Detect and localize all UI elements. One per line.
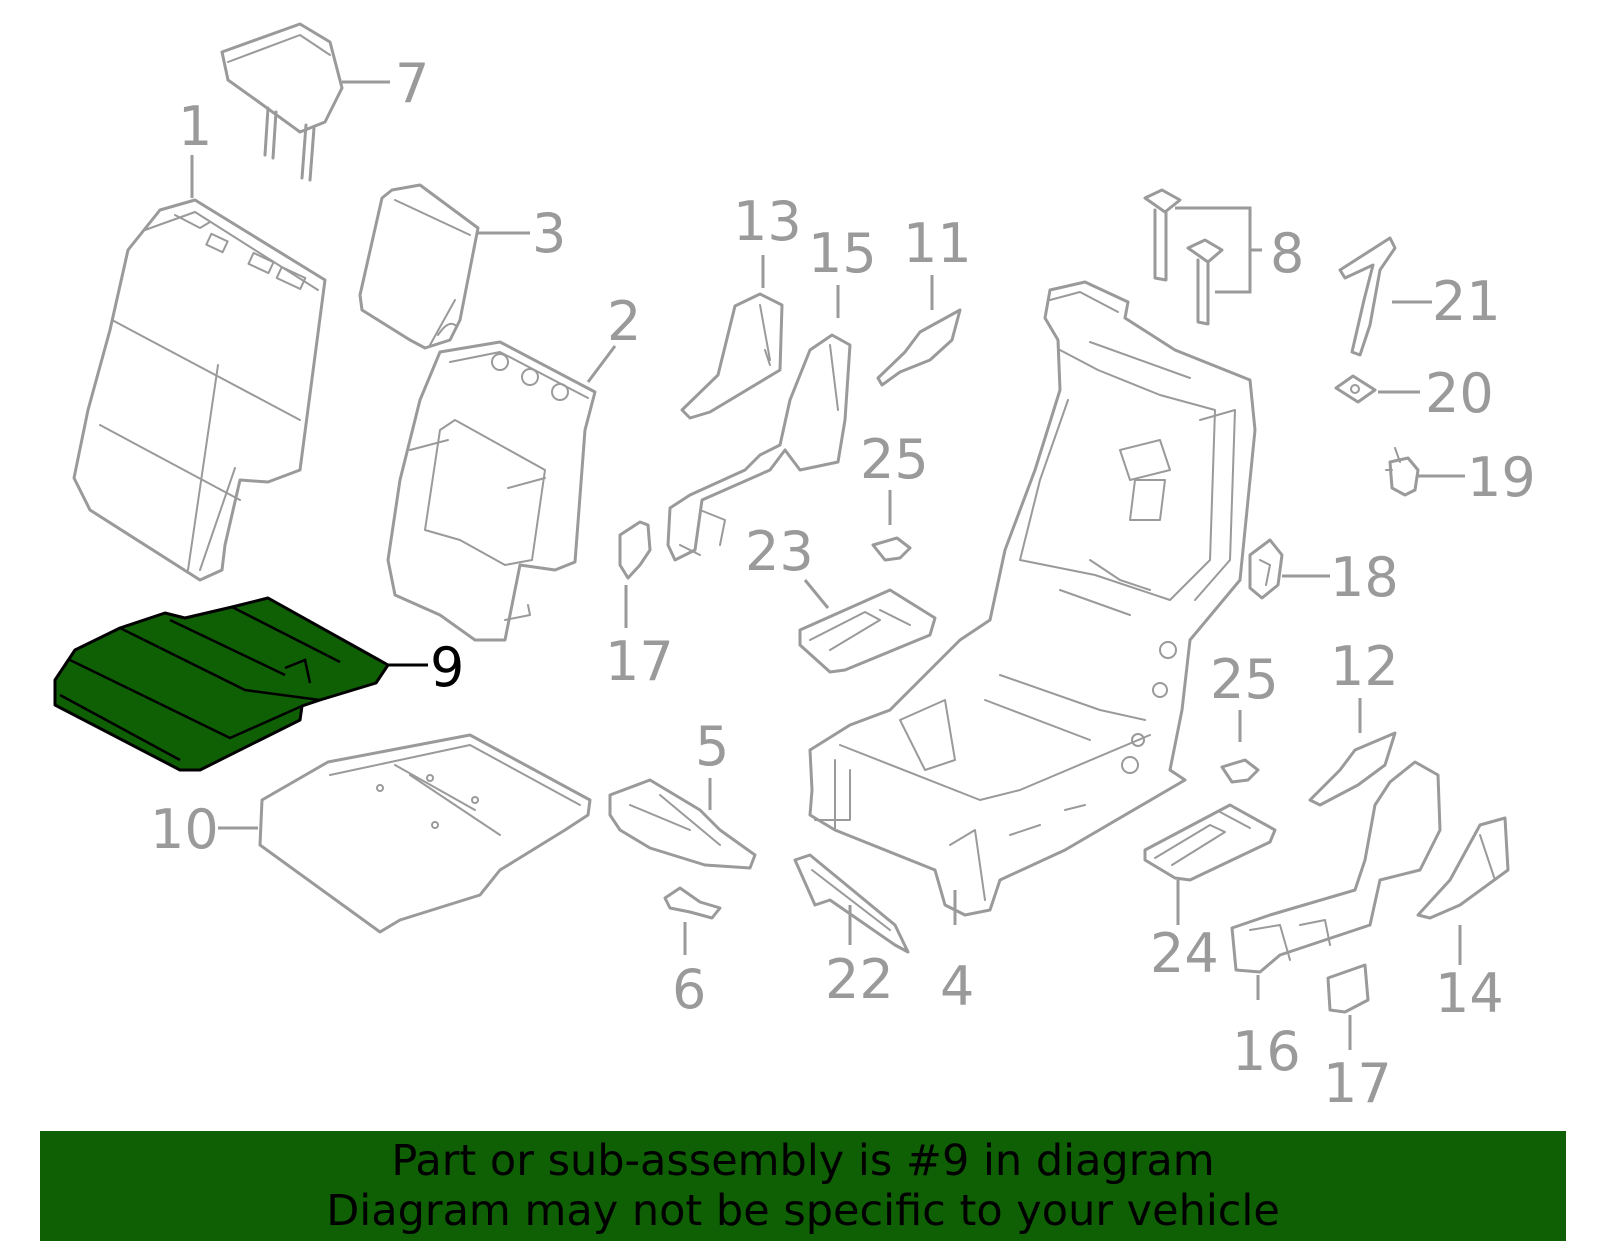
callout-19: 19 (1467, 446, 1536, 509)
callout-25-lower: 25 (1210, 648, 1279, 711)
callout-21: 21 (1432, 270, 1501, 333)
part-1-seatback-cover[interactable] (72, 198, 327, 582)
callout-20: 20 (1425, 362, 1494, 425)
callout-13: 13 (733, 190, 802, 253)
callout-labels: 1 7 3 2 13 15 11 8 21 20 19 25 23 18 17 … (150, 52, 1536, 1115)
callout-24: 24 (1150, 922, 1219, 985)
callout-1: 1 (178, 95, 212, 158)
part-11-bracket[interactable] (876, 308, 962, 387)
part-7-headrest[interactable] (220, 22, 344, 182)
callout-7: 7 (395, 52, 429, 115)
part-21-wire[interactable] (1338, 236, 1397, 357)
callout-3: 3 (532, 202, 566, 265)
callout-4: 4 (940, 955, 974, 1018)
part-24-track-cover[interactable] (1143, 803, 1277, 882)
callout-23: 23 (745, 520, 814, 583)
part-22-trim[interactable] (793, 853, 910, 954)
part-19-clip[interactable] (1385, 447, 1420, 497)
part-3-pad[interactable] (358, 183, 480, 350)
leader-lines (190, 80, 1465, 1050)
part-14-trim[interactable] (1416, 816, 1510, 920)
banner-line-part: Part or sub-assembly is #9 in diagram (391, 1136, 1215, 1186)
callout-17-left: 17 (605, 630, 674, 693)
part-9-cushion-cover[interactable] (53, 596, 390, 772)
part-16-side-frame[interactable] (1230, 760, 1442, 974)
callout-8: 8 (1270, 222, 1304, 285)
callout-9-highlighted: 9 (430, 636, 464, 699)
part-17-right-clip[interactable] (1326, 963, 1370, 1014)
callout-10: 10 (150, 798, 219, 861)
part-15-frame-member[interactable] (666, 333, 852, 562)
part-25-lower-clip[interactable] (1220, 758, 1260, 784)
callout-5: 5 (695, 715, 729, 778)
callout-2: 2 (607, 290, 641, 353)
part-20-nut[interactable] (1334, 374, 1377, 404)
part-6-clip[interactable] (663, 886, 722, 920)
info-banner: Part or sub-assembly is #9 in diagram Di… (40, 1131, 1566, 1241)
callout-12: 12 (1330, 635, 1399, 698)
part-10-cushion-frame[interactable] (258, 733, 592, 934)
callout-14: 14 (1435, 962, 1504, 1025)
banner-line-disclaimer: Diagram may not be specific to your vehi… (326, 1186, 1280, 1236)
part-5-bracket[interactable] (608, 778, 757, 870)
callout-11: 11 (903, 212, 972, 275)
part-25-upper-clip[interactable] (871, 536, 912, 562)
part-17-left-clip[interactable] (618, 520, 652, 580)
part-23-track-cover[interactable] (798, 588, 937, 674)
part-2-seatback-panel[interactable] (386, 340, 597, 642)
part-12-bracket[interactable] (1308, 731, 1397, 807)
callout-16: 16 (1232, 1020, 1301, 1083)
part-8-bolts[interactable] (1143, 188, 1224, 326)
part-13-trim[interactable] (680, 292, 784, 420)
part-18-cover[interactable] (1248, 538, 1284, 600)
callout-17-right: 17 (1323, 1052, 1392, 1115)
callout-18: 18 (1330, 546, 1399, 609)
callout-6: 6 (672, 958, 706, 1021)
callout-25-upper: 25 (860, 428, 929, 491)
callout-15: 15 (808, 222, 877, 285)
part-4-seat-frame[interactable] (808, 280, 1257, 917)
callout-22: 22 (825, 948, 894, 1011)
